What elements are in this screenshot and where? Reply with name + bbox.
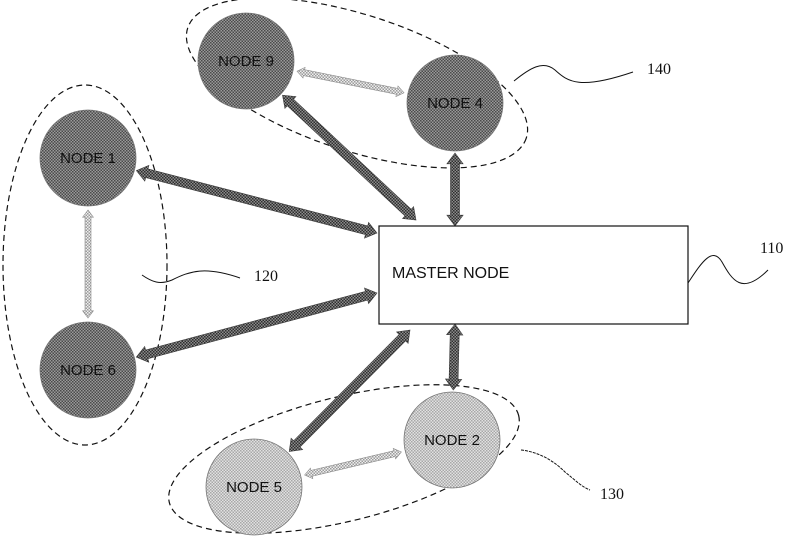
leader-line-120 [142,271,240,283]
node-label: NODE 4 [427,95,483,112]
node-6: NODE 6 [40,322,136,418]
node-5: NODE 5 [206,439,302,535]
ref-number-130: 130 [600,486,624,503]
node-label: NODE 1 [60,150,116,167]
ref-number-110: 110 [760,240,783,257]
link-arrow-master-node1 [136,165,377,238]
ref-120: 120 [142,268,278,285]
link-arrow-master-node4 [447,153,463,226]
link-arrow-node1-node6 [83,210,94,318]
link-arrow-node9-node4 [297,67,404,96]
ref-number-140: 140 [647,61,671,78]
node-1: NODE 1 [40,110,136,206]
link-arrow-node5-node2 [305,448,402,478]
leader-line-130 [521,450,590,490]
link-arrow-master-node6 [136,288,377,362]
node-label: NODE 2 [424,432,480,449]
node-label: NODE 9 [218,53,274,70]
ref-130: 130 [521,450,624,503]
node-4: NODE 4 [407,55,503,151]
ref-110: 110 [688,240,783,284]
master-node: MASTER NODE [379,226,688,324]
node-label: NODE 5 [226,479,282,496]
master-node-label: MASTER NODE [392,265,509,282]
ref-number-120: 120 [254,268,278,285]
ref-140: 140 [514,61,671,83]
node-2: NODE 2 [404,392,500,488]
link-arrow-master-node5 [289,330,410,452]
leader-line-110 [688,256,768,284]
leader-line-140 [514,66,633,83]
link-arrow-master-node9 [283,95,417,220]
link-arrow-master-node2 [446,324,463,390]
node-9: NODE 9 [198,13,294,109]
node-label: NODE 6 [60,362,116,379]
